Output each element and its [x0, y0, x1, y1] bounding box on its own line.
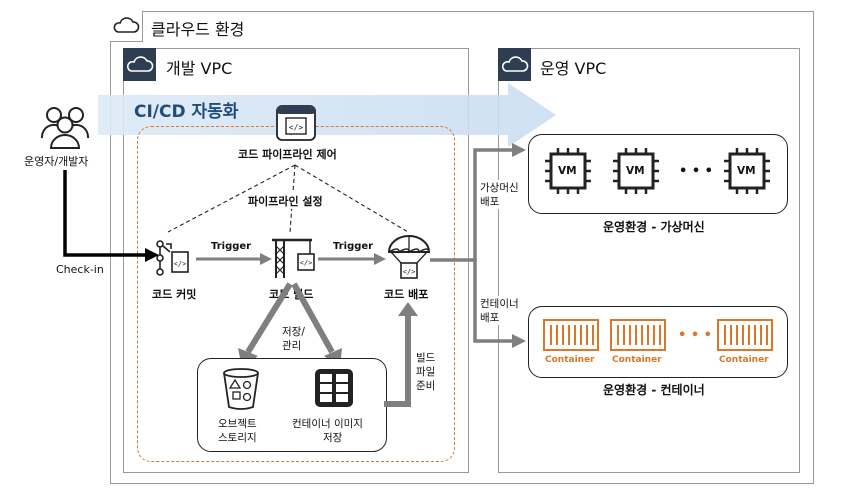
pipeline-settings-lines [167, 164, 409, 233]
image-storage-label-2: 저장 [323, 432, 343, 444]
trigger-arrow-1 [196, 253, 272, 265]
cloud-icon [502, 56, 529, 72]
cicd-title: CI/CD 자동화 [134, 102, 239, 122]
prepare-label-2: 파일 [416, 366, 436, 378]
code-deploy-icon: </> [387, 235, 431, 279]
container-label-2: Container [612, 355, 662, 365]
cloud-icon [113, 17, 140, 33]
object-storage-label-2: 스토리지 [218, 432, 257, 444]
dev-vpc-tab [123, 48, 156, 81]
svg-text:</>: </> [289, 123, 304, 132]
vm-label-3: VM [737, 165, 756, 177]
users-icon [40, 107, 90, 149]
vm-deploy-label-2: 배포 [480, 194, 500, 209]
cloud-env-tab [110, 11, 143, 42]
ops-vpc-tab [498, 48, 531, 81]
trigger-label-2: Trigger [333, 241, 374, 252]
container-label-1: Container [545, 355, 595, 365]
vm-env-title: 운영환경 - 가상머신 [603, 220, 705, 234]
svg-text:</>: </> [300, 259, 313, 267]
svg-text:</>: </> [403, 268, 416, 276]
ops-vpc-title: 운영 VPC [540, 59, 607, 78]
container-label-3: Container [719, 355, 769, 365]
image-storage-label-1: 컨테이너 이미지 [292, 418, 363, 430]
cloud-env-title: 클라우드 환경 [151, 20, 245, 39]
vm-ellipsis: • • • [679, 164, 713, 179]
container-icon [543, 319, 599, 351]
checkin-arrow [63, 170, 159, 262]
object-storage-label-1: 오브젝트 [218, 418, 257, 430]
pipeline-control-icon: </> [276, 105, 316, 141]
checkin-label: Check-in [56, 263, 104, 276]
code-deploy-label: 코드 배포 [384, 288, 429, 301]
container-deploy-label-1: 컨테이너 [480, 296, 519, 311]
vm-deploy-label-1: 가상머신 [480, 180, 519, 195]
manage-label-1: 저장/ [282, 326, 305, 338]
trigger-arrow-2 [318, 253, 386, 265]
pipeline-control-label: 코드 파이프라인 제어 [238, 148, 337, 161]
container-icon [717, 319, 773, 351]
cloud-icon [127, 56, 154, 72]
vm-label-1: VM [558, 165, 577, 177]
bucket-icon [223, 368, 259, 410]
code-build-icon: </> [272, 238, 315, 278]
trigger-label-1: Trigger [211, 241, 252, 252]
pipeline-settings-label: 파이프라인 설정 [246, 193, 325, 209]
code-commit-label: 코드 커밋 [152, 288, 197, 301]
vm-label-2: VM [626, 165, 645, 177]
code-commit-icon: </> [156, 240, 189, 276]
prepare-arrow [384, 302, 418, 407]
container-deploy-label-2: 배포 [480, 310, 500, 325]
prepare-label-3: 준비 [416, 380, 436, 392]
manage-label-2: 관리 [282, 340, 302, 352]
vm-chip-icon [724, 148, 770, 194]
vm-chip-icon [613, 148, 659, 194]
dev-vpc-title: 개발 VPC [166, 59, 233, 78]
vm-chip-icon [545, 148, 591, 194]
container-env-title: 운영환경 - 컨테이너 [603, 383, 705, 397]
deploy-arrows [430, 143, 526, 348]
actor-label: 운영자/개발자 [24, 155, 89, 168]
container-ellipsis: • • • [678, 328, 712, 343]
prepare-label-1: 빌드 [416, 352, 436, 364]
svg-text:</>: </> [174, 260, 187, 268]
container-registry-icon [315, 369, 353, 407]
container-icon [610, 319, 666, 351]
